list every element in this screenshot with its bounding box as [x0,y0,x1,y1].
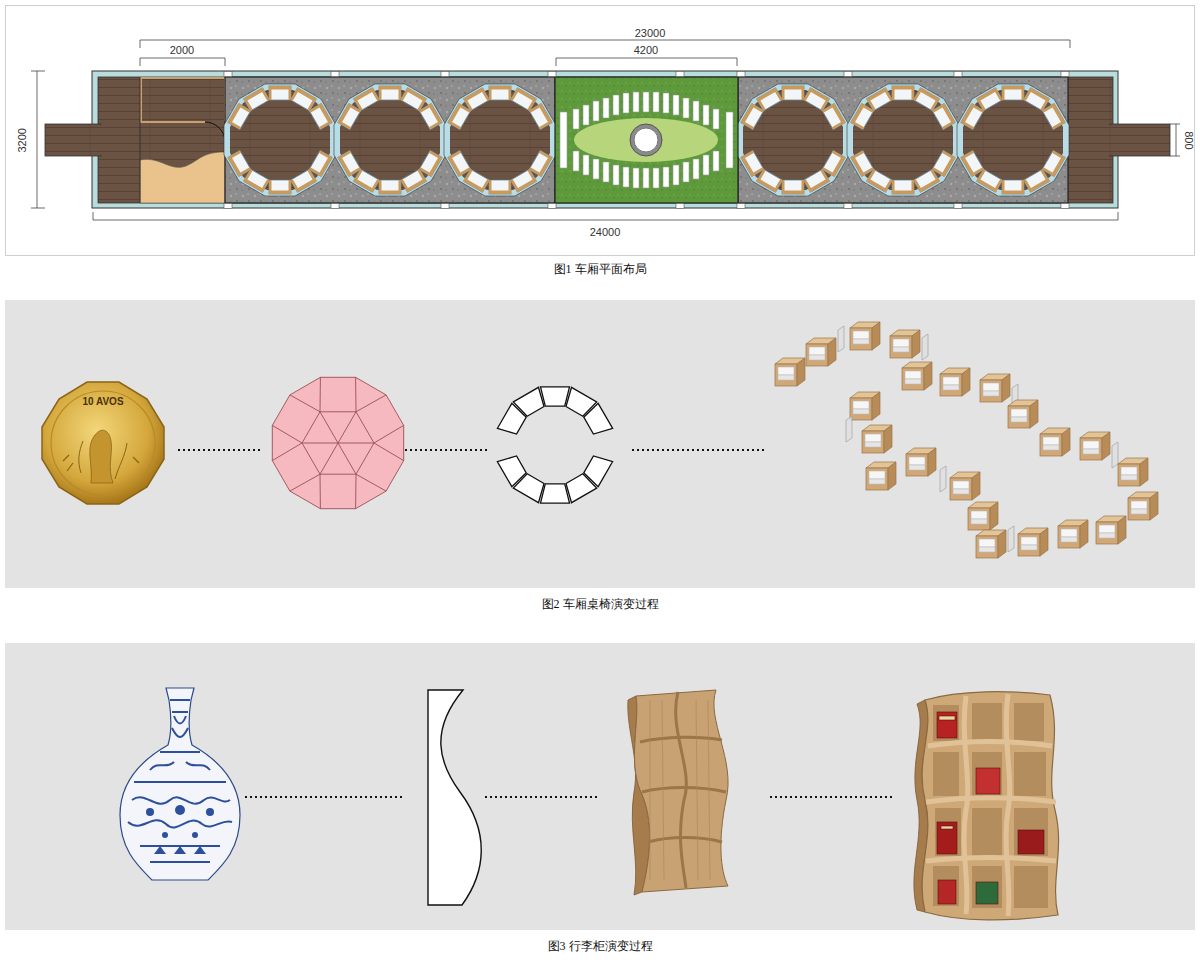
figure-caption: 图1 车厢平面布局 [554,263,647,277]
plan-panel [6,6,1195,256]
dimension-label: 3200 [16,128,29,152]
seat-evolution-panel [5,300,1195,588]
dimension-label: 24000 [590,226,621,239]
coin-inscription: 10 AVOS [82,396,123,408]
dimension-label: 800 [1182,131,1195,149]
dimension-label: 23000 [635,27,666,40]
figure-caption: 图3 行李柜演变过程 [548,940,653,954]
dimension-label: 4200 [634,44,658,57]
dimension-label: 2000 [170,44,194,57]
cabinet-evolution-panel [5,643,1195,930]
figure-caption: 图2 车厢桌椅演变过程 [542,598,659,612]
